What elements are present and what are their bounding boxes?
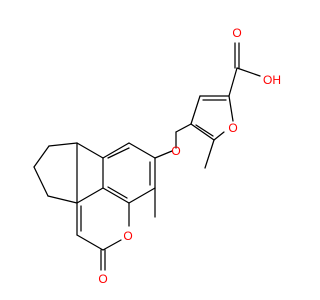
molecule-diagram: O OH O O O O — [33, 26, 281, 286]
molecule-structure: O OH O O O O — [33, 26, 281, 286]
bond — [33, 145, 50, 168]
bond — [76, 187, 104, 204]
bond — [190, 123, 215, 141]
bond — [48, 142, 78, 147]
furan-oxygen-label: O — [228, 121, 237, 135]
bond — [228, 95, 234, 122]
bond — [47, 195, 78, 204]
acid-hydroxyl-label: OH — [263, 73, 281, 87]
ether-oxygen-label: O — [171, 144, 180, 158]
bond — [102, 187, 130, 204]
lactone-oxygen-label: O — [123, 229, 132, 243]
bond — [33, 166, 49, 197]
acid-oxygen-label: O — [232, 26, 241, 40]
bond — [128, 187, 156, 204]
bond — [76, 142, 104, 159]
bond — [128, 142, 156, 159]
bond — [76, 234, 104, 251]
bond — [213, 131, 225, 141]
bond — [107, 186, 128, 199]
carbonyl-oxygen-label: O — [98, 272, 107, 286]
bond — [204, 139, 215, 169]
bond — [175, 123, 192, 133]
atom-labels: O OH O O O O — [98, 26, 281, 286]
bond — [154, 150, 173, 159]
bond — [228, 67, 238, 97]
bond — [236, 67, 261, 77]
bond — [102, 142, 130, 159]
bond — [107, 147, 130, 159]
bond — [102, 239, 122, 251]
bonds — [33, 42, 261, 271]
bond — [195, 124, 214, 137]
bond — [190, 95, 201, 125]
